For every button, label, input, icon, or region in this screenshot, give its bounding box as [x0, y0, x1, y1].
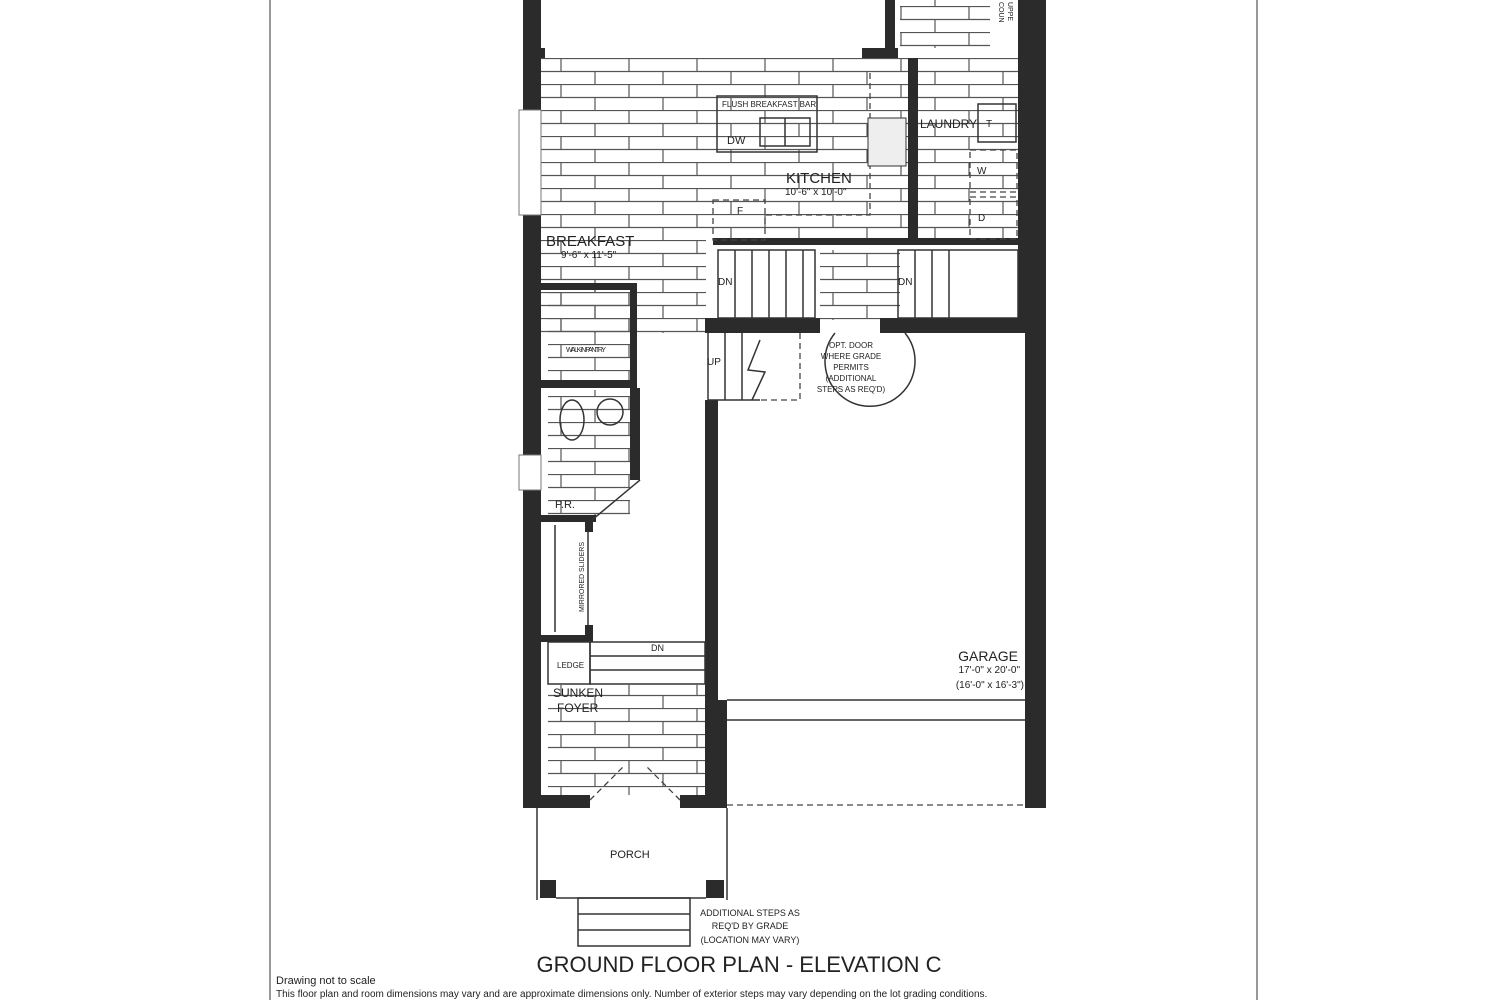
tub-label: T — [986, 119, 992, 130]
svg-text:(ADDITIONAL: (ADDITIONAL — [826, 374, 877, 383]
garage-size-alt: (16'-0" x 16'-3") — [956, 680, 1024, 691]
pantry-label: WALK-IN PANTRY — [566, 347, 606, 354]
kitchen-size: 10'-6" x 10'-0" — [785, 187, 847, 198]
tile-floor — [541, 0, 1018, 795]
stairs-up-label: UP — [707, 357, 721, 368]
stairs-up — [707, 333, 801, 401]
breakfast-bar — [716, 95, 818, 153]
cooktop-icon — [867, 117, 907, 167]
garage-label: GARAGE — [958, 648, 1018, 664]
disclaimer-note: This floor plan and room dimensions may … — [276, 989, 987, 1000]
breakfast-size: 9'-6" x 11'-5" — [561, 250, 617, 261]
svg-text:STEPS AS REQ'D): STEPS AS REQ'D) — [817, 385, 886, 394]
dishwasher-label: DW — [727, 135, 746, 147]
stairs-dn-label: DN — [718, 277, 732, 288]
laundry-tub — [977, 103, 1017, 143]
walls — [523, 0, 1046, 808]
svg-text:(LOCATION MAY VARY): (LOCATION MAY VARY) — [701, 935, 800, 945]
breakfast-label: BREAKFAST — [546, 233, 634, 250]
steps-note: ADDITIONAL STEPS AS REQ'D BY GRADE (LOCA… — [700, 908, 800, 945]
porch-label: PORCH — [610, 849, 650, 861]
ledge-label: LEDGE — [557, 661, 584, 670]
dryer — [969, 196, 1018, 240]
powder-room-label: P.R. — [555, 499, 575, 511]
counter-label: COUN — [997, 2, 1004, 23]
dryer-label: D — [978, 213, 985, 224]
svg-text:WHERE GRADE: WHERE GRADE — [821, 352, 881, 361]
washer — [969, 149, 1018, 193]
svg-text:PERMITS: PERMITS — [833, 363, 869, 372]
kitchen-label: KITCHEN — [786, 170, 852, 187]
foyer-steps — [547, 641, 706, 685]
opt-door-note: OPT. DOOR WHERE GRADE PERMITS (ADDITIONA… — [817, 341, 886, 394]
foyer-dn-label: DN — [651, 643, 664, 653]
counter-label-2: UPPE — [1006, 2, 1013, 21]
garage-size: 17'-0" x 20'-0" — [958, 665, 1020, 676]
breakfast-bar-label: FLUSH BREAKFAST BAR — [722, 100, 816, 109]
scale-note: Drawing not to scale — [276, 975, 376, 987]
plan-title: GROUND FLOOR PLAN - ELEVATION C — [536, 952, 941, 977]
foyer-label-1: SUNKEN — [553, 686, 603, 700]
svg-text:REQ'D BY GRADE: REQ'D BY GRADE — [712, 921, 789, 931]
window — [518, 109, 542, 216]
svg-text:OPT. DOOR: OPT. DOOR — [829, 341, 873, 350]
svg-text:ADDITIONAL STEPS AS: ADDITIONAL STEPS AS — [700, 908, 800, 918]
stairs-dn-label-2: DN — [898, 277, 912, 288]
laundry-label: LAUNDRY — [920, 117, 977, 131]
garage-door — [727, 699, 1025, 806]
window — [518, 454, 542, 491]
washer-label: W — [977, 166, 987, 177]
fridge-label: F — [737, 206, 743, 217]
porch — [536, 808, 728, 947]
toilet-icon — [559, 399, 585, 441]
mirrored-sliders-label: MIRRORED SLIDERS — [579, 542, 586, 612]
door-swing — [824, 332, 916, 407]
sink-icon — [596, 398, 624, 426]
stairs-down — [717, 249, 1019, 319]
foyer-label-2: FOYER — [557, 701, 599, 715]
front-door — [589, 764, 681, 801]
